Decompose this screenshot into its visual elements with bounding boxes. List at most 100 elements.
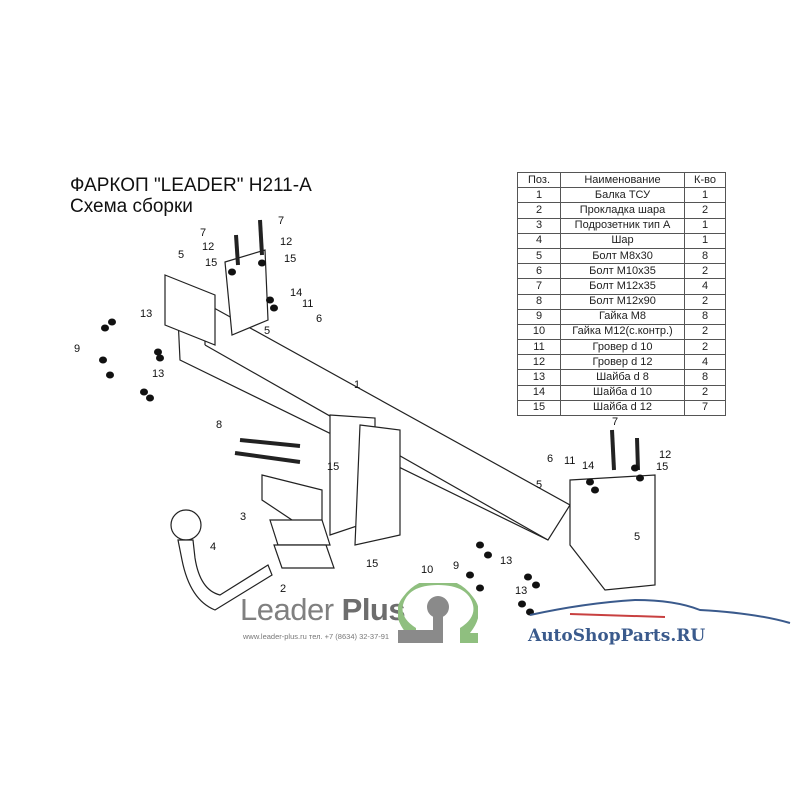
callout-label: 14 xyxy=(290,287,302,299)
car-silhouette-icon xyxy=(529,598,791,624)
row-name: Балка ТСУ xyxy=(560,187,685,204)
row-position: 11 xyxy=(517,339,561,356)
row-name: Шайба d 8 xyxy=(560,369,685,386)
tow-ball xyxy=(170,509,202,541)
row-name: Гровер d 10 xyxy=(560,339,685,356)
callout-label: 12 xyxy=(659,449,671,461)
callout-label: 9 xyxy=(74,343,80,355)
row-quantity: 8 xyxy=(684,247,726,265)
nut-washer-icon xyxy=(146,394,154,402)
header-name: Наименование xyxy=(560,171,685,189)
row-name: Гайка М12(с.контр.) xyxy=(560,323,685,341)
callout-label: 5 xyxy=(536,479,542,491)
brand-name-light: Leader xyxy=(240,592,342,627)
callout-label: 9 xyxy=(453,560,459,572)
nut-washer-icon xyxy=(518,600,526,608)
row-quantity: 4 xyxy=(684,354,726,371)
leader-plus-logo-text: Leader Plus xyxy=(240,592,406,628)
row-quantity: 2 xyxy=(684,323,726,341)
callout-label: 13 xyxy=(152,368,164,380)
nut-washer-icon xyxy=(476,584,484,592)
callout-label: 13 xyxy=(515,585,527,597)
callout-label: 12 xyxy=(280,236,292,248)
row-name: Болт М10х35 xyxy=(560,263,685,280)
callout-label: 5 xyxy=(634,531,640,543)
callout-label: 15 xyxy=(205,257,217,269)
callout-label: 4 xyxy=(210,541,216,553)
row-quantity: 1 xyxy=(684,187,726,204)
row-name: Болт М8х30 xyxy=(560,247,685,265)
nut-washer-icon xyxy=(631,464,639,472)
parts-table-header: Поз. Наименование К-во xyxy=(517,171,726,189)
callout-label: 6 xyxy=(316,313,322,325)
callout-label: 11 xyxy=(302,298,313,310)
row-position: 7 xyxy=(517,278,561,295)
callout-label: 13 xyxy=(140,308,152,320)
autoshopparts-watermark: AutoShopParts.RU xyxy=(528,626,706,646)
header-position: Поз. xyxy=(517,171,561,189)
nut-washer-icon xyxy=(484,551,492,559)
callout-label: 7 xyxy=(612,416,618,428)
row-position: 14 xyxy=(517,384,561,401)
nut-washer-icon xyxy=(270,304,278,312)
row-position: 6 xyxy=(517,263,561,280)
nut-washer-icon xyxy=(99,356,107,364)
nut-washer-icon xyxy=(466,571,474,579)
callout-label: 15 xyxy=(656,461,668,473)
callout-label: 7 xyxy=(278,215,284,227)
row-position: 5 xyxy=(517,247,561,265)
leader-plus-omega-logo xyxy=(398,583,478,643)
row-name: Гровер d 12 xyxy=(560,354,685,371)
row-position: 13 xyxy=(517,369,561,386)
row-position: 10 xyxy=(517,323,561,341)
row-quantity: 4 xyxy=(684,278,726,295)
nut-washer-icon xyxy=(106,371,114,379)
callout-label: 15 xyxy=(366,558,378,570)
socket-plate xyxy=(261,474,323,526)
row-position: 15 xyxy=(517,399,561,417)
row-quantity: 8 xyxy=(684,308,726,325)
callout-label: 5 xyxy=(264,325,270,337)
row-name: Болт М12х90 xyxy=(560,293,685,310)
row-quantity: 2 xyxy=(684,384,726,401)
row-position: 8 xyxy=(517,293,561,310)
callout-label: 2 xyxy=(280,583,286,595)
nut-washer-icon xyxy=(266,296,274,304)
row-quantity: 2 xyxy=(684,263,726,280)
callout-label: 15 xyxy=(327,461,339,473)
callout-label: 12 xyxy=(202,241,214,253)
row-position: 2 xyxy=(517,202,561,219)
callout-label: 1 xyxy=(354,379,360,391)
row-quantity: 2 xyxy=(684,202,726,219)
row-position: 12 xyxy=(517,354,561,371)
row-position: 4 xyxy=(517,232,561,249)
nut-washer-icon xyxy=(586,478,594,486)
row-name: Шар xyxy=(560,232,685,249)
nut-washer-icon xyxy=(636,474,644,482)
nut-washer-icon xyxy=(524,573,532,581)
row-name: Прокладка шара xyxy=(560,202,685,219)
callout-label: 8 xyxy=(216,419,222,431)
callout-label: 5 xyxy=(178,249,184,261)
row-position: 1 xyxy=(517,187,561,204)
row-name: Гайка М8 xyxy=(560,308,685,325)
callout-label: 3 xyxy=(240,511,246,523)
diagram-title: ФАРКОП "LEADER" H211-A xyxy=(70,175,312,196)
callout-label: 7 xyxy=(200,227,206,239)
brand-contacts: www.leader-plus.ru тел. +7 (8634) 32-37-… xyxy=(243,632,390,641)
row-quantity: 1 xyxy=(684,217,726,234)
row-quantity: 2 xyxy=(684,339,726,356)
row-quantity: 7 xyxy=(684,399,726,417)
